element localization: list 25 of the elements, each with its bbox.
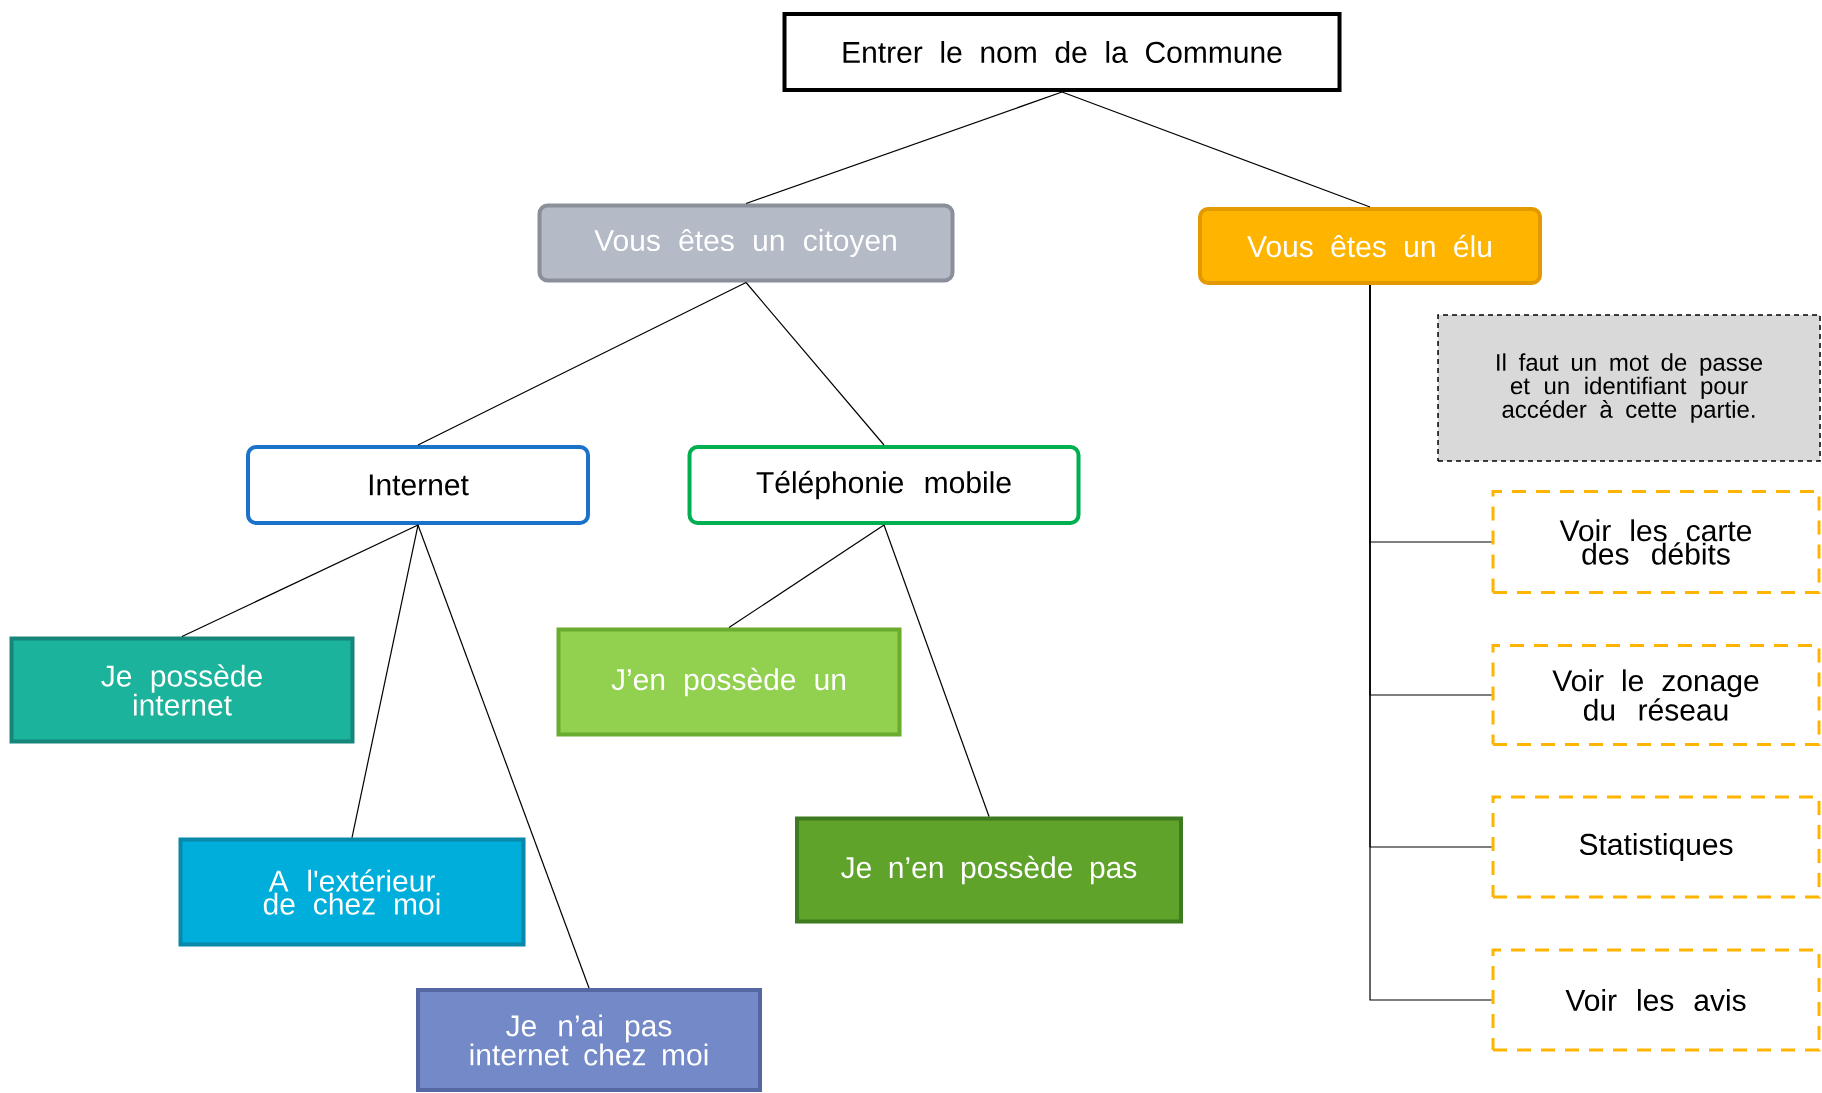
process-box: J’en possède un (556, 627, 902, 737)
option-box: Voir les carte des débits (1491, 490, 1821, 594)
title-box: Entrer le nom de la Commune (782, 12, 1342, 92)
connector-line (1369, 284, 1493, 1001)
connector-line (417, 281, 747, 446)
connector-line (728, 524, 885, 629)
connector-line (417, 524, 590, 989)
option-box: Statistiques (1491, 795, 1821, 899)
connector-line (1061, 91, 1371, 208)
connector-line (745, 91, 1063, 205)
rounded-box: Téléphonie mobile (687, 445, 1081, 525)
rounded-box: Vous êtes un élu (1198, 207, 1542, 285)
process-box: Je n’ai pas internet chez moi (416, 988, 762, 1092)
connector-line (181, 524, 419, 638)
process-box: Je possède internet (9, 636, 355, 744)
connector-line (883, 524, 990, 818)
connector-line (745, 281, 885, 446)
rounded-box: Vous êtes un citoyen (537, 203, 955, 283)
note-box: Il faut un mot de passe et un identifiant pour accéder à cette partie. (1437, 314, 1821, 462)
process-box: A l'extérieur de chez moi (178, 837, 526, 947)
option-box: Voir le zonage du réseau (1491, 644, 1821, 746)
option-box: Voir les avis (1491, 948, 1821, 1052)
rounded-box: Internet (246, 445, 590, 525)
connector-line (351, 524, 419, 839)
process-box: Je n’en possède pas (795, 816, 1183, 924)
